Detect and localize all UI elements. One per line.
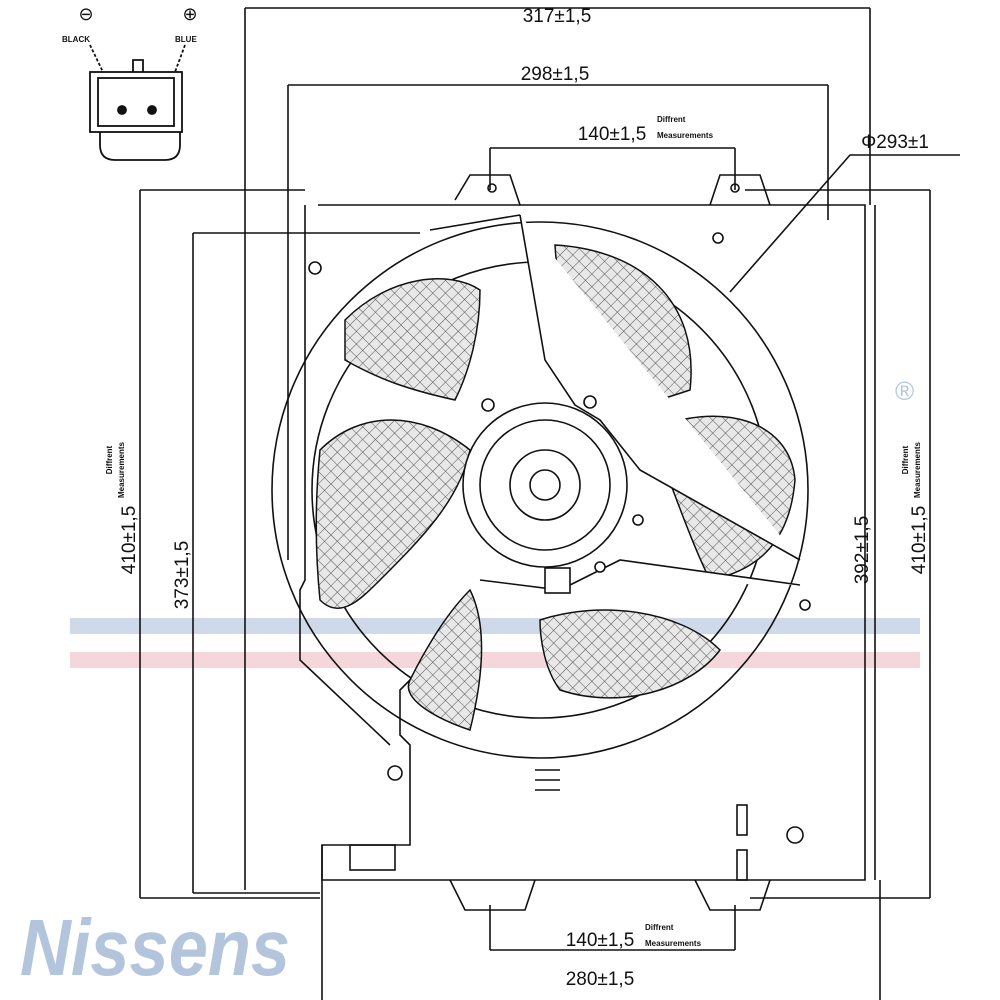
connector-diagram <box>89 44 186 161</box>
dim-fan-diameter: Φ293±1 <box>861 132 929 153</box>
note-left-2: Measurements <box>117 441 126 498</box>
mount-hole <box>308 261 322 275</box>
bottom-mount-tabs <box>449 879 771 911</box>
note-left-1: Diffrent <box>105 445 114 474</box>
note-right-2: Measurements <box>913 441 922 498</box>
note-top-1: Diffrent <box>657 115 686 124</box>
watermark-blue-stripe <box>70 618 920 634</box>
dim-right-height: 410±1,5 <box>909 506 930 575</box>
registered-mark: ® <box>895 376 914 406</box>
diameter-leader <box>729 154 960 293</box>
dim-shroud-width: 298±1,5 <box>521 64 590 85</box>
fan-hub <box>429 214 801 594</box>
top-mount-tabs <box>454 174 771 206</box>
fan-shroud-outer <box>271 221 809 759</box>
dim-bottom-mount-spacing: 140±1,5 <box>566 930 635 951</box>
note-top-2: Measurements <box>657 131 714 140</box>
negative-wire-label: BLACK <box>62 35 90 44</box>
watermark-text: Nissens <box>20 903 290 992</box>
dim-bottom-width: 280±1,5 <box>566 969 635 990</box>
dimension-labels: 317±1,5 298±1,5 140±1,5 Diffrent Measure… <box>105 6 930 990</box>
dim-overall-width: 317±1,5 <box>523 6 592 27</box>
positive-terminal-icon: ⊕ <box>182 4 197 24</box>
negative-terminal-icon: ⊖ <box>78 4 93 24</box>
note-right-1: Diffrent <box>901 445 910 474</box>
note-bottom-2: Measurements <box>645 939 702 948</box>
positive-wire-label: BLUE <box>175 35 197 44</box>
dim-inner-height: 373±1,5 <box>172 541 193 610</box>
note-bottom-1: Diffrent <box>645 923 674 932</box>
dim-top-mount-spacing: 140±1,5 <box>578 124 647 145</box>
dim-left-height: 410±1,5 <box>119 506 140 575</box>
dim-right-inner-height: 392±1,5 <box>852 516 873 585</box>
watermark-red-stripe <box>70 652 920 668</box>
